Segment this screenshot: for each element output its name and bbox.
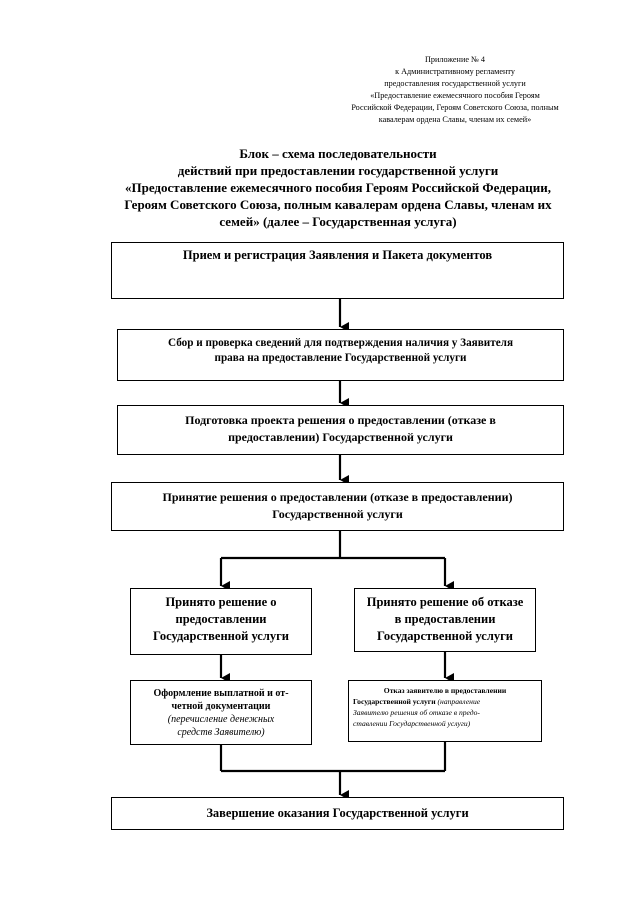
step-notice-line: ставлении Государственной услуги): [353, 719, 471, 728]
step-payment-box: Оформление выплатной и от- четной докуме…: [130, 680, 312, 745]
step-approved-line: Государственной услуги: [153, 629, 289, 643]
appendix-line: Приложение № 4: [425, 55, 485, 64]
step-notice-line: Отказ заявителю в предоставлении: [383, 686, 507, 695]
appendix-note: Приложение № 4 к Административному регла…: [330, 54, 580, 126]
step-reception-box: Прием и регистрация Заявления и Пакета д…: [111, 242, 564, 299]
step-refused-line: Принято решение об отказе: [366, 595, 524, 609]
step-check-line: права на предоставление Государственной …: [214, 352, 467, 364]
step-payment-line: четной документации: [171, 701, 271, 712]
step-reception-text: Прием и регистрация Заявления и Пакета д…: [182, 248, 493, 262]
step-payment-line: Оформление выплатной и от-: [153, 688, 289, 699]
title-line: «Предоставление ежемесячного пособия Гер…: [124, 180, 551, 195]
appendix-line: кавалерам ордена Славы, членам их семей»: [378, 115, 532, 124]
step-check-box: Сбор и проверка сведений для подтвержден…: [117, 329, 564, 381]
step-approved-line: предоставлении: [175, 612, 267, 626]
step-notice-line: Заявителю решения об отказе в предо-: [353, 708, 480, 717]
appendix-line: к Административному регламенту: [395, 67, 515, 76]
appendix-line: предоставления государственной услуги: [384, 79, 526, 88]
step-payment-line: (перечисление денежных: [167, 714, 275, 725]
step-refusal-notice-box: Отказ заявителю в предоставлении Государ…: [348, 680, 542, 742]
step-approved-box: Принято решение о предоставлении Государ…: [130, 588, 312, 655]
step-prepare-line: предоставлении) Государственной услуги: [228, 430, 453, 444]
step-decision-box: Принятие решения о предоставлении (отказ…: [111, 482, 564, 531]
appendix-line: «Предоставление ежемесячного пособия Гер…: [370, 91, 540, 100]
step-decision-line: Государственной услуги: [272, 507, 403, 521]
step-prepare-line: Подготовка проекта решения о предоставле…: [185, 413, 496, 427]
step-notice-italic: (направление: [437, 697, 481, 706]
step-payment-line: средств Заявителю): [177, 727, 265, 738]
title-line: Героям Советского Союза, полным кавалера…: [124, 197, 552, 212]
step-prepare-box: Подготовка проекта решения о предоставле…: [117, 405, 564, 455]
step-refused-box: Принято решение об отказе в предоставлен…: [354, 588, 536, 652]
step-refused-line: в предоставлении: [394, 612, 496, 626]
title-line: Блок – схема последовательности: [239, 146, 437, 161]
step-check-line: Сбор и проверка сведений для подтвержден…: [167, 337, 514, 349]
appendix-line: Российской Федерации, Героям Советского …: [351, 103, 559, 112]
title-line: семей» (далее – Государственная услуга): [219, 214, 457, 229]
step-completion-text: Завершение оказания Государственной услу…: [206, 806, 469, 820]
step-notice-plain: Государственной услуги: [353, 697, 438, 706]
step-approved-line: Принято решение о: [165, 595, 277, 609]
step-decision-line: Принятие решения о предоставлении (отказ…: [162, 490, 513, 504]
title-line: действий при предоставлении государствен…: [177, 163, 499, 178]
step-completion-box: Завершение оказания Государственной услу…: [111, 797, 564, 830]
step-notice-line-2: Государственной услуги (направление: [353, 696, 537, 707]
diagram-title: Блок – схема последовательности действий…: [70, 145, 606, 230]
step-refused-line: Государственной услуги: [377, 629, 513, 643]
